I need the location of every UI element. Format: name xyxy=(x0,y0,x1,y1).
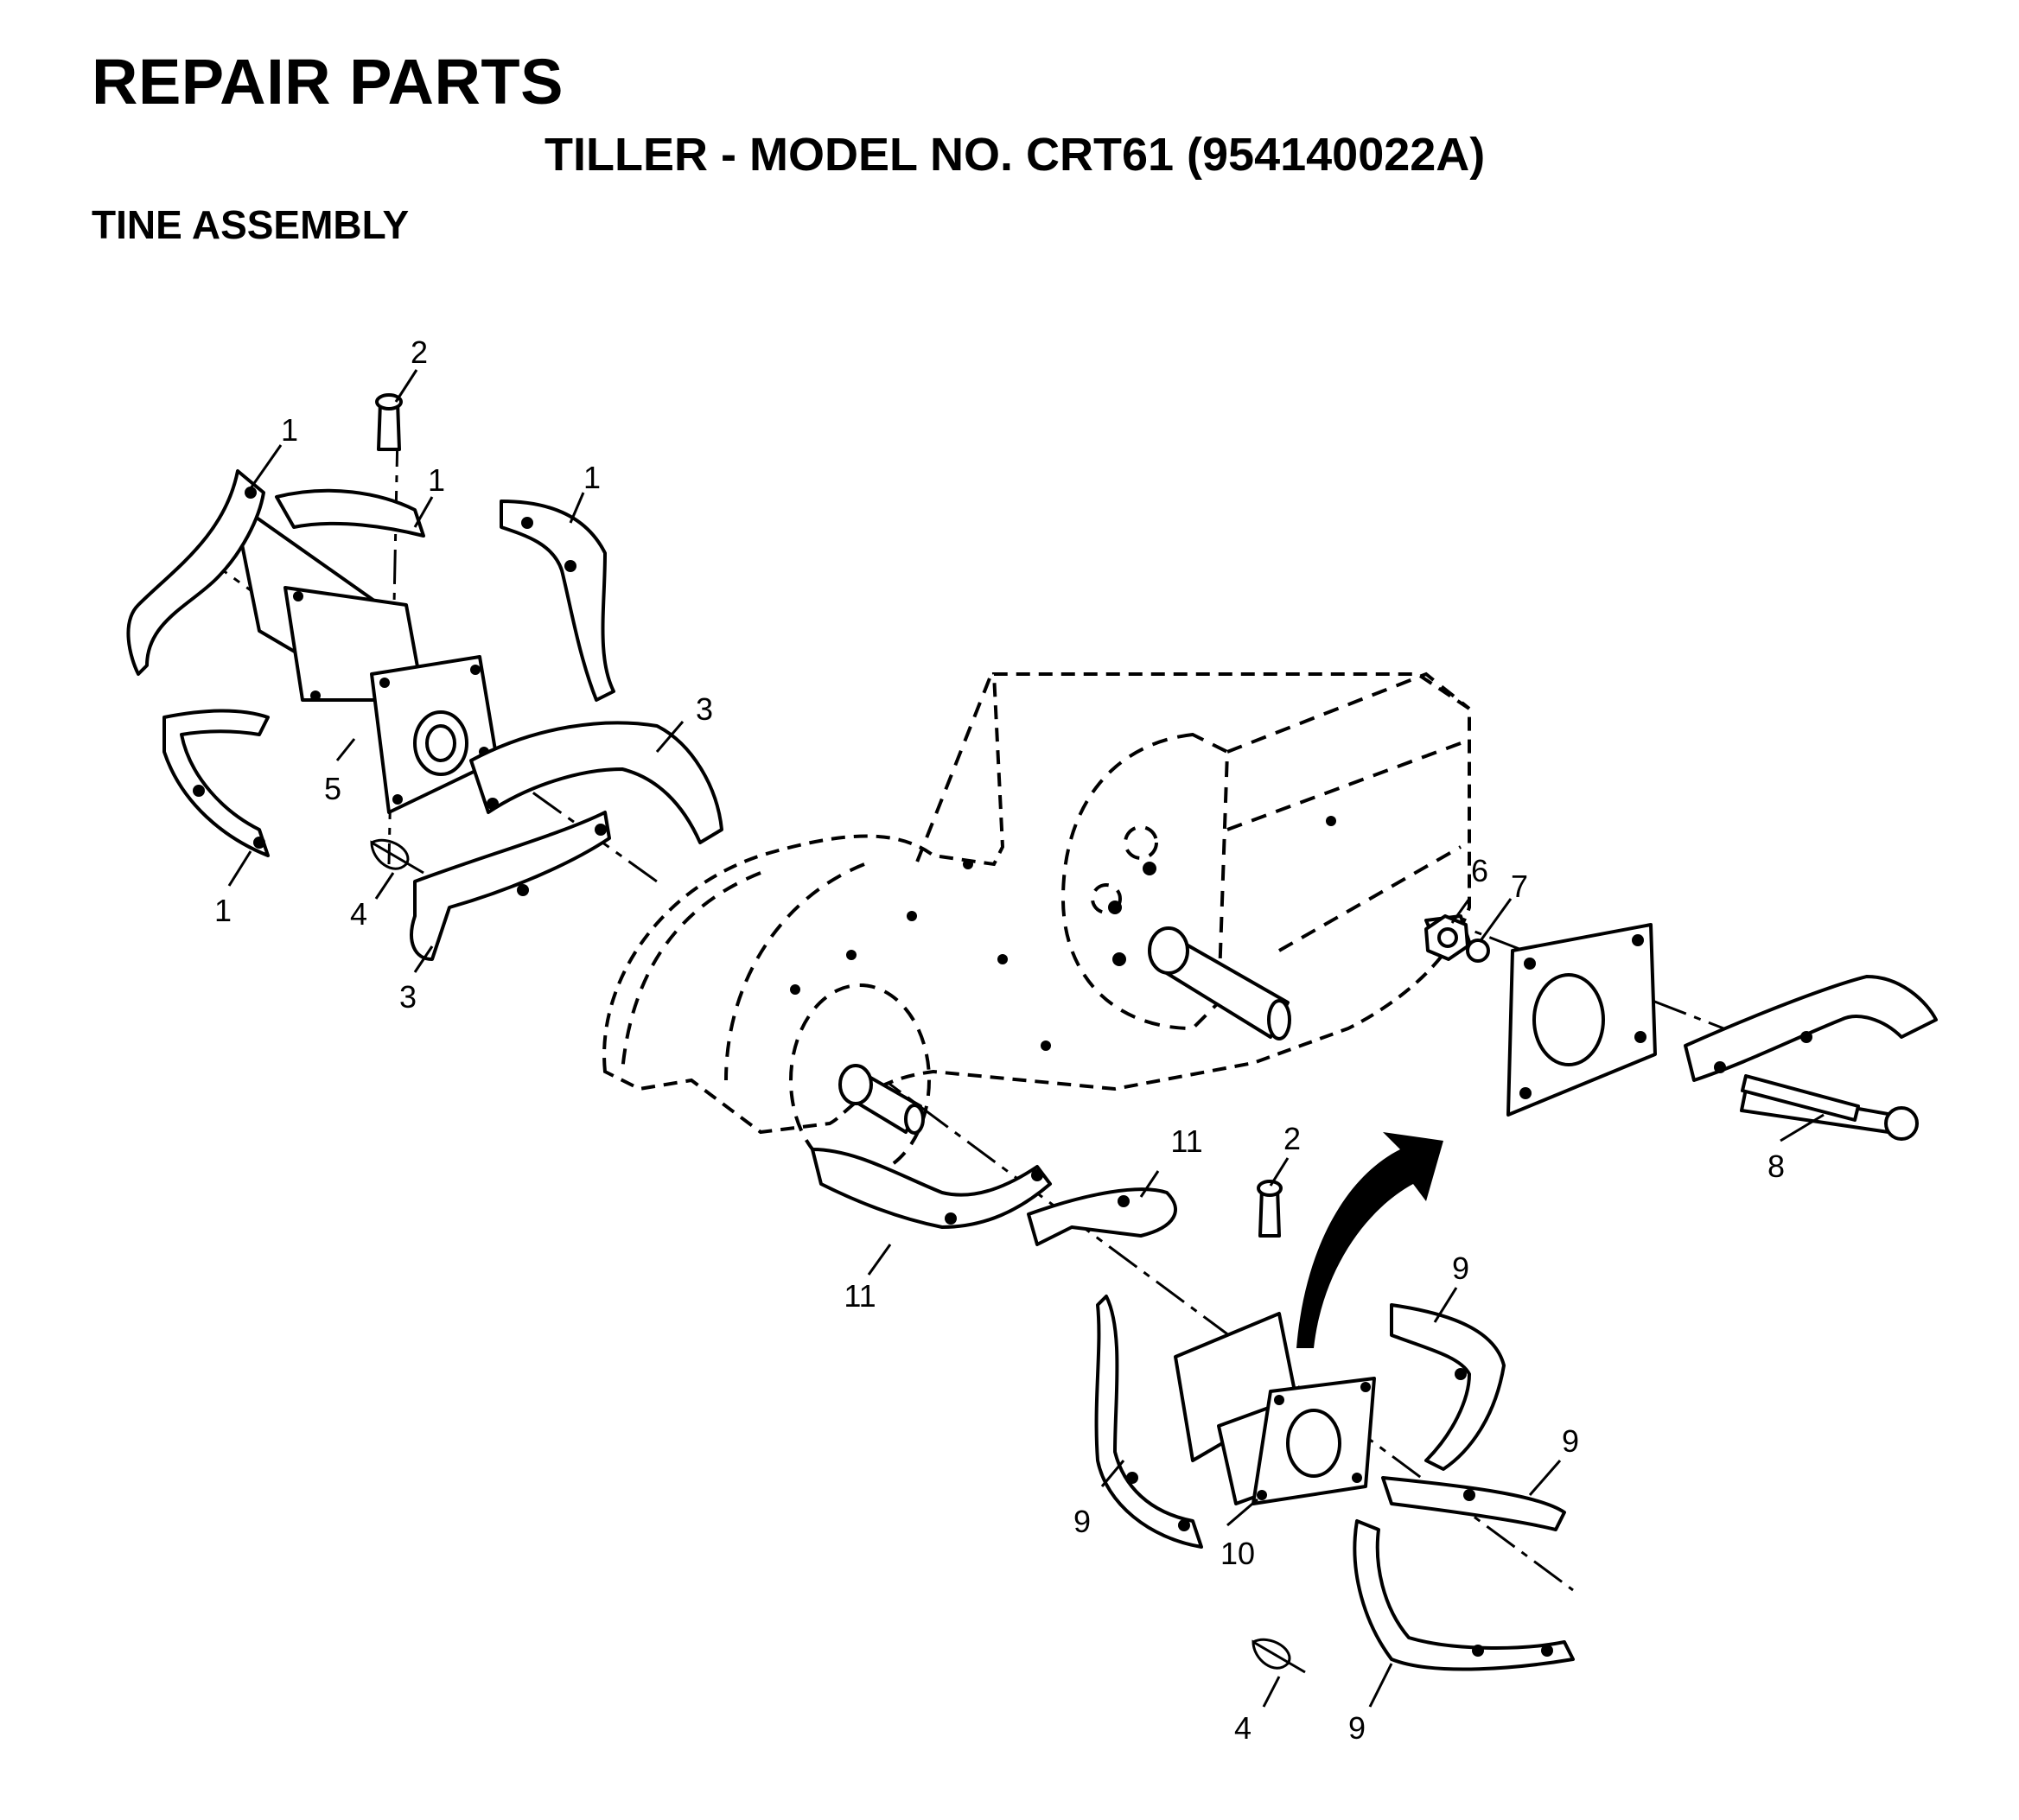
tiller-housing xyxy=(602,671,1471,1177)
callout-7: 7 xyxy=(1511,869,1528,904)
callout-1-a: 1 xyxy=(281,412,298,448)
callout-1-d: 1 xyxy=(214,893,232,928)
callout-3-a: 3 xyxy=(696,691,713,727)
bottom-tine-hub xyxy=(1174,1312,1376,1505)
leader-lines xyxy=(227,369,1825,1708)
callout-2-b: 2 xyxy=(1283,1121,1301,1156)
callout-9-c: 9 xyxy=(1073,1504,1091,1539)
callout-4-a: 4 xyxy=(350,896,367,932)
callout-1-c: 1 xyxy=(583,460,601,495)
tine-blades xyxy=(126,469,1938,1671)
callout-4-b: 4 xyxy=(1234,1710,1252,1746)
callout-9-a: 9 xyxy=(1452,1250,1469,1286)
model-title: TILLER - MODEL NO. CRT61 (954140022A) xyxy=(545,129,1486,181)
rotation-arrow xyxy=(1296,1132,1443,1348)
hairpin-clips xyxy=(370,838,1306,1674)
callout-8: 8 xyxy=(1767,1149,1785,1184)
part-callouts: 1 1 1 1 2 3 3 5 4 6 7 8 2 11 11 9 9 9 9 … xyxy=(214,334,1785,1746)
callout-3-b: 3 xyxy=(399,979,417,1015)
callout-10: 10 xyxy=(1220,1536,1255,1571)
page-title: REPAIR PARTS xyxy=(92,46,564,118)
left-tine-hub xyxy=(232,500,499,814)
callout-1-b: 1 xyxy=(428,462,445,498)
fasteners xyxy=(1424,914,1860,1122)
callout-5: 5 xyxy=(324,771,341,806)
callout-11-a: 11 xyxy=(1170,1123,1202,1159)
callout-6: 6 xyxy=(1471,853,1488,888)
callout-11-b: 11 xyxy=(844,1278,876,1314)
callout-9-b: 9 xyxy=(1562,1423,1579,1459)
callout-9-d: 9 xyxy=(1348,1710,1366,1746)
section-title: TINE ASSEMBLY xyxy=(92,202,410,247)
clevis-pins xyxy=(375,393,1283,1238)
callout-2-a: 2 xyxy=(411,334,428,370)
output-shafts xyxy=(838,926,1291,1135)
